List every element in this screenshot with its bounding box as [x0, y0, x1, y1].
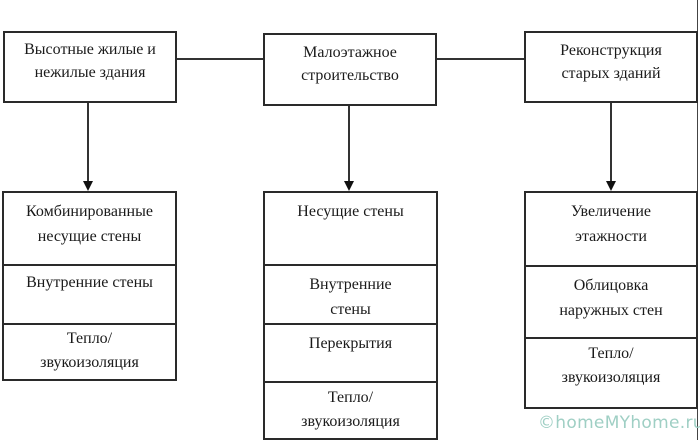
node-reconstruction: Реконструкция старых зданий [524, 31, 698, 103]
item-label: Внутренние стены [26, 274, 153, 291]
item-label: Тепло/ звукоизоляция [40, 330, 139, 371]
column-high-rise-item: Внутренние стены [4, 264, 175, 323]
column-reconstruction: Увеличение этажности Облицовка наружных … [524, 191, 698, 409]
column-reconstruction-item: Увеличение этажности [526, 193, 696, 265]
column-high-rise: Комбинированные несущие стены Внутренние… [2, 191, 177, 381]
column-low-rise-item: Тепло/ звукоизоляция [265, 381, 436, 441]
column-low-rise-item: Перекрытия [265, 323, 436, 381]
item-label: Увеличение этажности [570, 203, 651, 245]
arrow-shaft-low-rise [348, 106, 350, 183]
watermark: ©homeMYhome.ru [538, 413, 700, 433]
column-reconstruction-item: Облицовка наружных стен [526, 265, 696, 337]
node-high-rise-label: Высотные жилые и нежилые здания [24, 41, 156, 81]
column-reconstruction-item: Тепло/ звукоизоляция [526, 337, 696, 409]
connector-high-rise-to-low-rise [176, 58, 264, 60]
column-low-rise-item: Внутренние стены [265, 264, 436, 323]
column-high-rise-item: Тепло/ звукоизоляция [4, 323, 175, 381]
arrow-shaft-high-rise [87, 103, 89, 183]
item-label: Несущие стены [297, 203, 404, 220]
arrowhead-high-rise [83, 181, 93, 191]
node-low-rise-label: Малоэтажное строительство [301, 44, 399, 84]
item-label: Тепло/ звукоизоляция [301, 389, 400, 430]
connector-low-rise-to-reconstruction [436, 58, 525, 60]
item-label: Тепло/ звукоизоляция [561, 345, 661, 386]
node-reconstruction-label: Реконструкция старых зданий [560, 42, 662, 82]
item-label: Перекрытия [308, 335, 393, 352]
item-label: Комбинированные несущие стены [26, 203, 153, 245]
item-label: Облицовка наружных стен [559, 277, 663, 319]
column-low-rise-item: Несущие стены [265, 193, 436, 265]
item-label: Внутренние стены [309, 276, 392, 318]
arrow-shaft-reconstruction [610, 103, 612, 183]
arrowhead-reconstruction [606, 181, 616, 191]
node-high-rise: Высотные жилые и нежилые здания [3, 31, 177, 103]
column-low-rise: Несущие стены Внутренние стены Перекрыти… [263, 191, 438, 440]
node-low-rise: Малоэтажное строительство [263, 33, 437, 106]
column-high-rise-item: Комбинированные несущие стены [4, 193, 175, 265]
arrowhead-low-rise [344, 181, 354, 191]
